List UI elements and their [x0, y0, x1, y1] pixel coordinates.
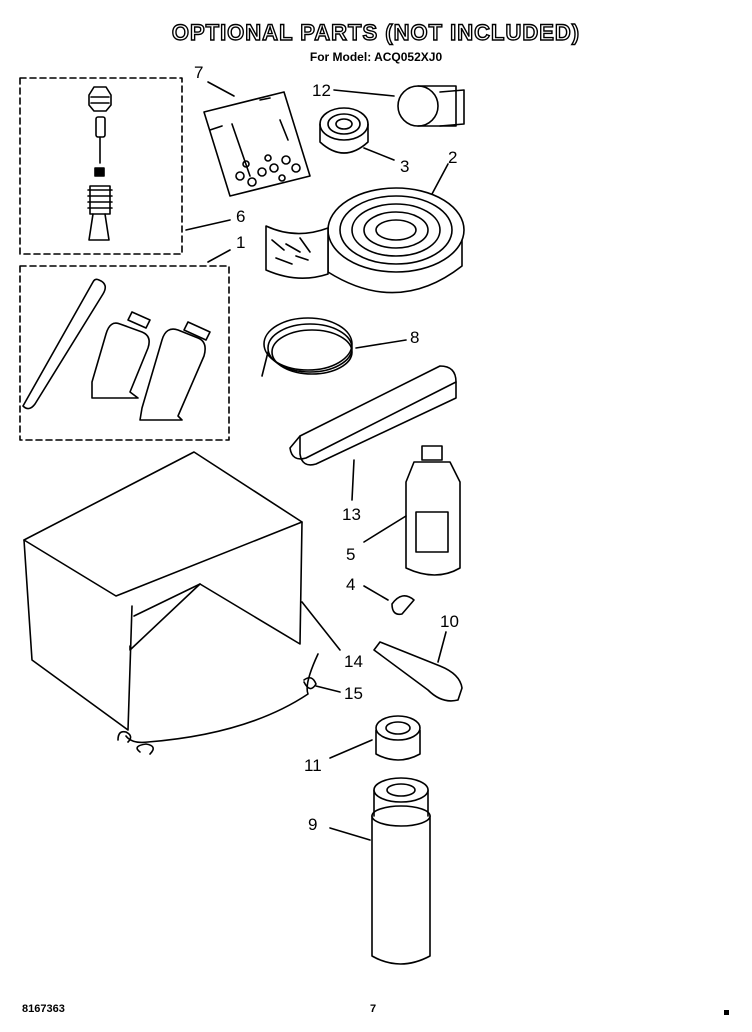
callout-6: 6	[236, 207, 246, 226]
callout-5: 5	[346, 545, 356, 564]
callout-7: 7	[194, 63, 204, 82]
page-number: 7	[370, 1003, 377, 1015]
callout-4: 4	[346, 575, 356, 594]
callout-9: 9	[308, 815, 318, 834]
tube-icon	[373, 641, 463, 702]
page-title: OPTIONAL PARTS (NOT INCLUDED)	[171, 19, 581, 45]
bottle-icon	[405, 445, 461, 576]
foam-tape-roll-icon	[265, 187, 465, 294]
cap-icon	[375, 715, 421, 761]
tube-kit-group-box	[19, 265, 230, 441]
tube-kit-icon	[22, 278, 211, 421]
callout-2: 2	[448, 148, 458, 167]
plug-icon	[391, 595, 415, 616]
spray-can-icon	[371, 777, 431, 965]
callout-11: 11	[304, 756, 322, 775]
valve-group-box	[19, 77, 183, 255]
model-line: For Model: ACQ052XJ0	[309, 50, 443, 64]
hardware-bag-icon	[203, 91, 311, 197]
foam-block-icon	[289, 365, 457, 466]
registration-mark	[724, 1010, 729, 1015]
callout-10: 10	[440, 612, 459, 631]
cord-icon	[117, 653, 319, 755]
callout-13: 13	[342, 505, 361, 524]
tape-roll-icon	[397, 85, 465, 127]
document-number: 8167363	[22, 1003, 65, 1015]
callout-1: 1	[236, 233, 246, 252]
callout-15: 15	[344, 684, 363, 703]
wire-coil-icon	[261, 317, 353, 377]
cover-icon	[23, 451, 303, 731]
callout-3: 3	[400, 157, 410, 176]
callout-14: 14	[344, 652, 363, 671]
small-tape-roll-icon	[319, 107, 369, 154]
callout-8: 8	[410, 328, 420, 347]
callout-12: 12	[312, 81, 331, 100]
valve-fitting-icon	[87, 86, 113, 241]
leader-lines	[185, 81, 449, 841]
